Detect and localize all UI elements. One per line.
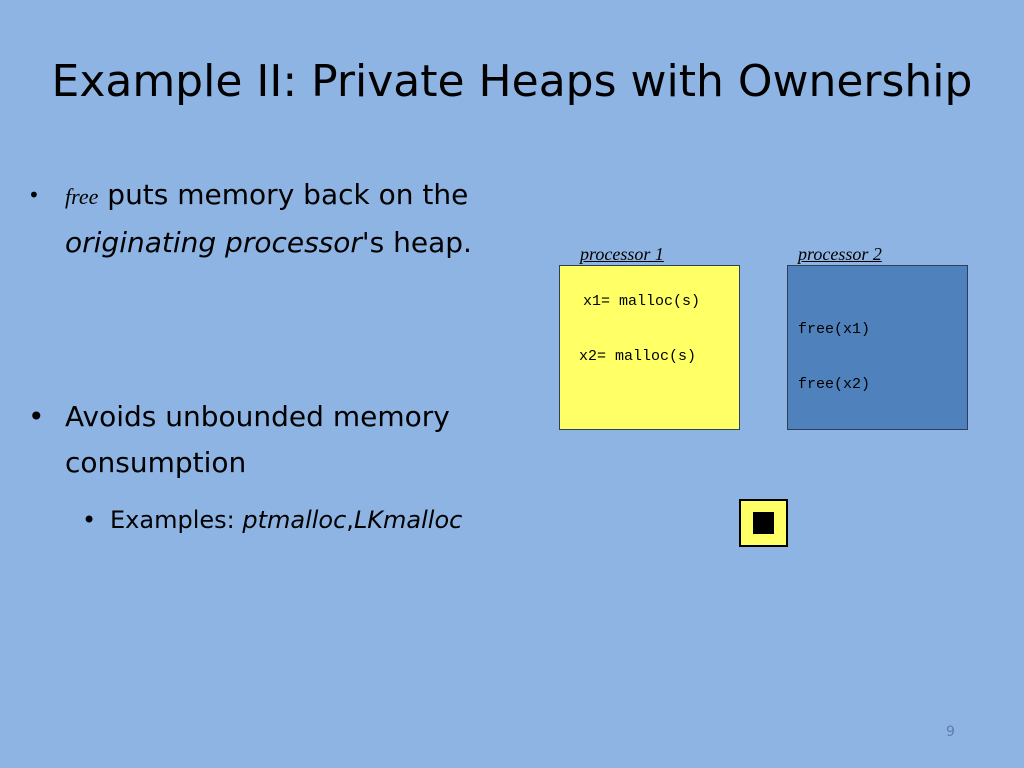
bullet-marker: • (28, 400, 45, 433)
sub-bullet-prefix: Examples: (110, 506, 243, 534)
code-line: free(x1) (798, 321, 871, 338)
bullet-keyword: free (65, 184, 99, 209)
code-line: x1= malloc(s) (583, 293, 701, 310)
bullet-emphasis: originating processor (65, 226, 362, 259)
slide-title: Example II: Private Heaps with Ownership (51, 56, 973, 107)
sub-bullet-example: ptmalloc (242, 506, 347, 534)
sub-bullet-separator: , (346, 506, 354, 534)
stop-square-icon[interactable] (739, 499, 788, 547)
sub-bullet-item: • Examples: ptmalloc,LKmalloc (82, 502, 462, 538)
processor-1-label: processor 1 (580, 244, 664, 264)
bullet-item: • Avoids unbounded memory consumption (24, 394, 524, 486)
bullet-marker: • (28, 183, 40, 207)
processor-2-label: processor 2 (798, 244, 882, 264)
bullet-item: • free puts memory back on the originati… (24, 172, 524, 266)
bullet-text: puts memory back on the (98, 178, 469, 211)
bullet-text: 's heap. (361, 226, 472, 259)
bullet-marker: • (82, 506, 97, 534)
processor-1-heap: x1= malloc(s) x2= malloc(s) (559, 265, 740, 430)
processor-2-heap: free(x1) free(x2) (787, 265, 968, 430)
code-line: free(x2) (798, 376, 871, 393)
stop-square-inner (753, 512, 774, 534)
page-number: 9 (946, 724, 955, 740)
sub-bullet-example: LKmalloc (353, 506, 463, 534)
bullet-text: Avoids unbounded memory consumption (65, 400, 450, 479)
code-line: x2= malloc(s) (579, 348, 697, 365)
